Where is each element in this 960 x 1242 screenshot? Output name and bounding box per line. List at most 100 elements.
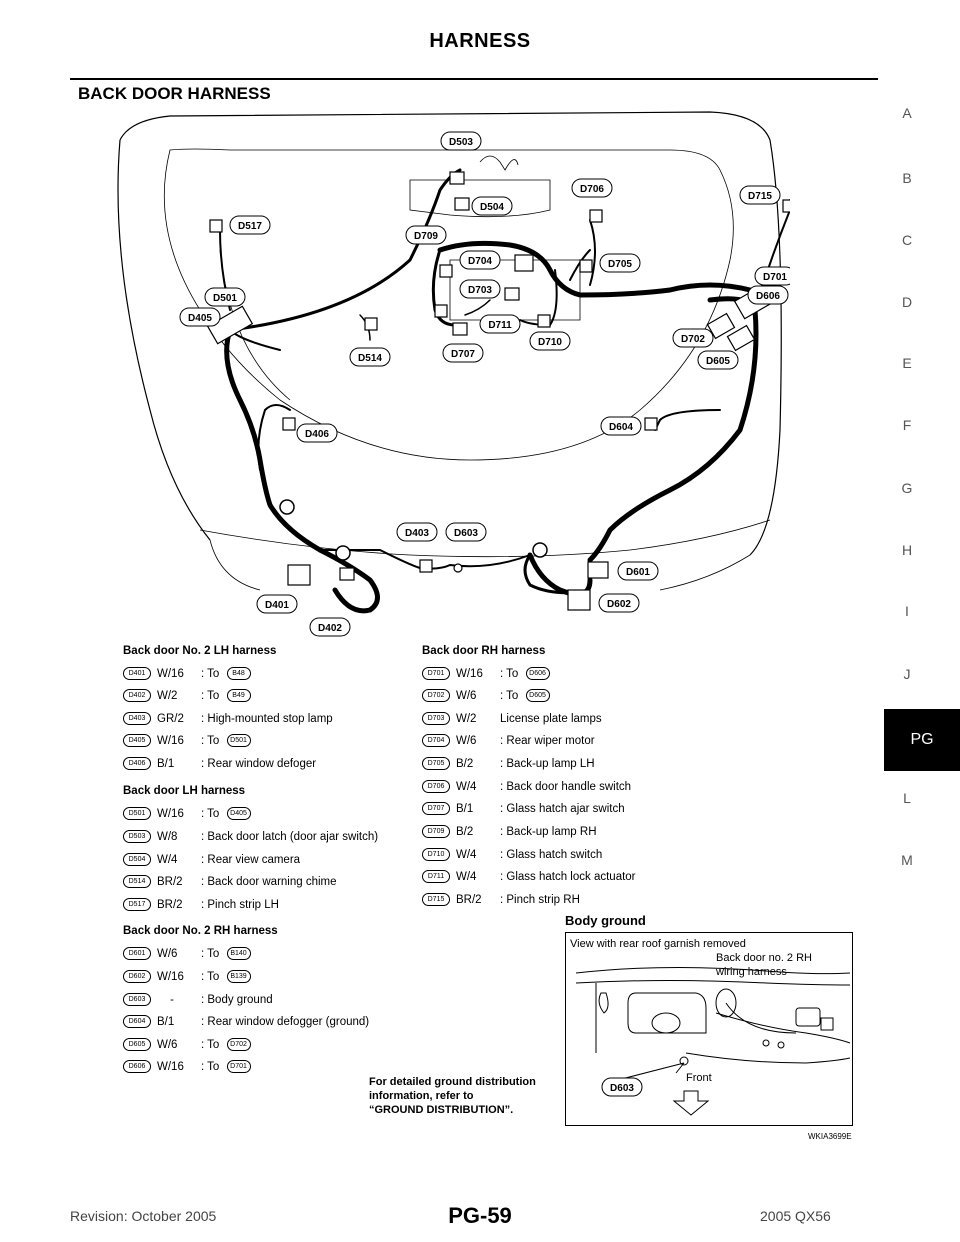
connector-body-d605 bbox=[726, 324, 756, 352]
legend-heading-lh: Back door LH harness bbox=[123, 785, 246, 797]
connector-body-d514 bbox=[364, 317, 378, 331]
connector-body-d715 bbox=[782, 199, 790, 213]
connector-body-d710 bbox=[537, 314, 551, 328]
legend-row: D603-: Body ground bbox=[123, 991, 273, 1009]
footer-revision: Revision: October 2005 bbox=[70, 1208, 217, 1224]
label-d709: D709 bbox=[414, 231, 438, 242]
label-d605: D605 bbox=[706, 356, 730, 367]
connector-body-d403 bbox=[419, 559, 433, 573]
label-d517: D517 bbox=[238, 221, 262, 232]
index-tab-pg-active[interactable]: PG bbox=[884, 709, 960, 771]
legend-heading-rh2: Back door No. 2 RH harness bbox=[123, 925, 278, 937]
label-d706: D706 bbox=[580, 184, 604, 195]
label-d701: D701 bbox=[763, 272, 787, 283]
label-d702: D702 bbox=[681, 334, 705, 345]
connector-body-d501 bbox=[206, 305, 254, 345]
inset-harness-label-line1: Back door no. 2 RH bbox=[716, 952, 812, 964]
footer-model: 2005 QX56 bbox=[760, 1208, 831, 1224]
label-d503: D503 bbox=[449, 137, 473, 148]
index-tab-c[interactable]: C bbox=[901, 232, 913, 248]
label-d704: D704 bbox=[468, 256, 492, 267]
label-d405: D405 bbox=[188, 313, 212, 324]
connector-body-d602 bbox=[567, 589, 591, 611]
label-d401: D401 bbox=[265, 600, 289, 611]
index-tab-m[interactable]: M bbox=[901, 852, 913, 868]
page-header-title: HARNESS bbox=[429, 30, 531, 52]
ground-note-line3: “GROUND DISTRIBUTION”. bbox=[369, 1104, 514, 1116]
ground-note-line1: For detailed ground distribution bbox=[369, 1076, 536, 1088]
body-ground-illustration: View with rear roof garnish removed Back… bbox=[570, 938, 851, 1116]
index-tab-a[interactable]: A bbox=[902, 105, 912, 121]
label-d606: D606 bbox=[756, 291, 780, 302]
connector-body-d401 bbox=[287, 564, 311, 586]
connector-body-d709 bbox=[439, 264, 453, 278]
label-d504: D504 bbox=[480, 202, 504, 213]
label-d707: D707 bbox=[451, 349, 475, 360]
label-d711: D711 bbox=[488, 320, 512, 331]
label-d514: D514 bbox=[358, 353, 382, 364]
connector-body-d503 bbox=[449, 171, 465, 185]
label-d406: D406 bbox=[305, 429, 329, 440]
connector-body-d402 bbox=[339, 567, 355, 581]
connector-body-d705 bbox=[579, 259, 593, 273]
connector-body-d707 bbox=[434, 304, 448, 318]
inset-front-label: Front bbox=[686, 1072, 712, 1084]
connector-body-d517 bbox=[209, 219, 223, 233]
connector-body-d711 bbox=[452, 322, 468, 336]
label-d403: D403 bbox=[405, 528, 429, 539]
connector-body-d504 bbox=[454, 197, 470, 211]
index-tab-d[interactable]: D bbox=[901, 294, 913, 310]
label-d402: D402 bbox=[318, 623, 342, 634]
harness-bundles bbox=[219, 168, 790, 614]
footer-page-number: PG-59 bbox=[448, 1203, 512, 1228]
connector-body-d702 bbox=[706, 312, 736, 340]
index-tab-b[interactable]: B bbox=[902, 170, 912, 186]
inset-harness-label-line2: wiring harness bbox=[715, 966, 787, 978]
connector-body-d703 bbox=[504, 287, 520, 301]
connector-body-d406 bbox=[282, 417, 296, 431]
connector-bodies bbox=[206, 171, 790, 611]
legend-heading-rh: Back door RH harness bbox=[422, 645, 546, 657]
label-d603: D603 bbox=[454, 528, 478, 539]
side-index: A B C D E F G H I J PG L M bbox=[884, 0, 960, 1242]
legend-heading-lh2: Back door No. 2 LH harness bbox=[123, 645, 277, 657]
index-tab-l[interactable]: L bbox=[903, 790, 911, 806]
body-ground-inset: View with rear roof garnish removed Back… bbox=[565, 932, 853, 1126]
connector-body-d603 bbox=[453, 563, 463, 573]
index-tab-e[interactable]: E bbox=[902, 355, 912, 371]
index-tab-h[interactable]: H bbox=[901, 542, 913, 558]
label-d710: D710 bbox=[538, 337, 562, 348]
body-ground-title: Body ground bbox=[565, 913, 646, 928]
index-tab-g[interactable]: G bbox=[901, 480, 913, 496]
label-d604: D604 bbox=[609, 422, 633, 433]
index-tab-f[interactable]: F bbox=[902, 417, 912, 433]
index-tab-j[interactable]: J bbox=[903, 666, 911, 682]
ground-distribution-note: For detailed ground distribution informa… bbox=[369, 1075, 536, 1117]
label-d602: D602 bbox=[607, 599, 631, 610]
connector-labels: D503 D504 D706 D715 D517 D709 D704 D705 … bbox=[179, 131, 790, 637]
index-tab-i[interactable]: I bbox=[905, 603, 909, 619]
